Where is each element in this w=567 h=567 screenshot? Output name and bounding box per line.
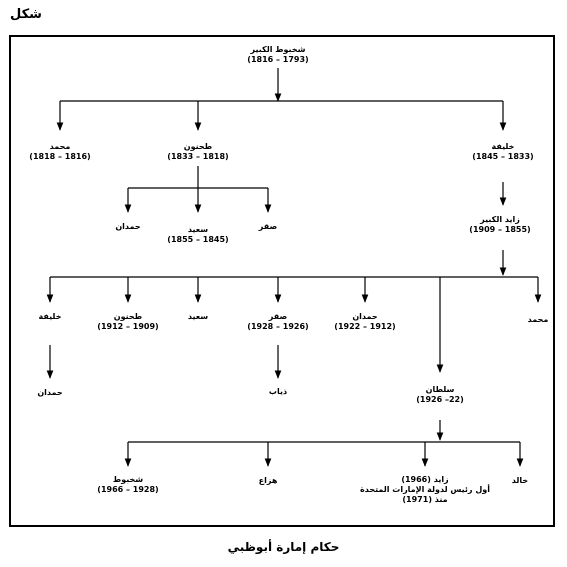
node-name: سعيد	[187, 312, 209, 321]
node-shakhbut-al-kabir: شخبوط الكبير (1816 – 1793)	[247, 45, 308, 65]
node-dates: (1855 – 1845)	[167, 235, 229, 244]
node-dates: (1922 – 1912)	[334, 322, 396, 331]
node-name: ذياب	[268, 387, 288, 396]
node-zayed-bin-sultan: زايد (1966) أول رئيس لدولة الإمارات المت…	[360, 475, 490, 505]
node-dates: منذ (1971)	[402, 495, 448, 504]
node-name: سلطان	[425, 385, 455, 394]
node-saeed-bin-zayed: سعيد	[188, 312, 208, 322]
node-khalid: خالد	[512, 476, 528, 486]
diagram-frame	[9, 35, 555, 527]
node-note: أول رئيس لدولة الإمارات المتحدة	[360, 485, 490, 494]
node-name: شخبوط	[112, 475, 144, 484]
node-name: خالد	[511, 476, 529, 485]
node-dhiab: ذياب	[269, 387, 287, 397]
node-name: محمد	[49, 142, 71, 151]
node-name: خليفة	[491, 142, 515, 151]
node-name: صقر	[268, 312, 288, 321]
node-muhammad-bin-zayed: محمد	[528, 315, 549, 325]
node-hamdan: حمدان	[115, 222, 140, 232]
node-dates: (1926 –22)	[416, 395, 464, 404]
node-dates: (1966 – 1928)	[97, 485, 159, 494]
node-dates: (1845 – 1833)	[472, 152, 534, 161]
node-name: صقر	[258, 222, 278, 231]
node-name: حمدان	[115, 222, 141, 231]
node-dates: (1833 – 1818)	[167, 152, 229, 161]
node-khalifa-bin-zayed: خليفة	[39, 312, 62, 322]
node-name: سعيد	[187, 225, 209, 234]
figure-label: شكل	[10, 7, 42, 22]
node-hazza: هزاع	[259, 476, 278, 486]
node-name: طحنون	[183, 142, 213, 151]
node-dates: (1909 – 1855)	[469, 225, 531, 234]
node-shakhbut-bin-sultan: شخبوط (1966 – 1928)	[97, 475, 158, 495]
node-name: زايد الكبير	[480, 215, 520, 224]
node-name: خليفة	[38, 312, 62, 321]
node-name: حمدان	[37, 388, 63, 397]
node-saqr: صقر	[259, 222, 277, 232]
node-dates: (1818 – 1816)	[29, 152, 91, 161]
node-muhammad: محمد (1818 – 1816)	[29, 142, 90, 162]
node-name: زايد (1966)	[401, 475, 449, 484]
node-khalifa: خليفة (1845 – 1833)	[472, 142, 533, 162]
node-name: حمدان	[352, 312, 378, 321]
node-dates: (1928 – 1926)	[247, 322, 309, 331]
node-hamdan-bin-zayed: حمدان (1922 – 1912)	[334, 312, 395, 332]
node-saeed: سعيد (1855 – 1845)	[167, 225, 228, 245]
node-dates: (1912 – 1909)	[97, 322, 159, 331]
node-saqr-bin-zayed: صقر (1928 – 1926)	[247, 312, 308, 332]
node-name: محمد	[527, 315, 549, 324]
node-sultan: سلطان (1926 –22)	[416, 385, 464, 405]
node-name: شخبوط الكبير	[250, 45, 306, 54]
node-name: طحنون	[113, 312, 143, 321]
node-name: هزاع	[258, 476, 278, 485]
node-dates: (1816 – 1793)	[247, 55, 309, 64]
diagram-caption: حكام إمارة أبوظبي	[227, 540, 340, 554]
node-tahnun: طحنون (1833 – 1818)	[167, 142, 228, 162]
node-tahnun-bin-zayed: طحنون (1912 – 1909)	[97, 312, 158, 332]
node-hamdan-bin-khalifa: حمدان	[37, 388, 62, 398]
node-zayed-al-kabir: زايد الكبير (1909 – 1855)	[469, 215, 530, 235]
